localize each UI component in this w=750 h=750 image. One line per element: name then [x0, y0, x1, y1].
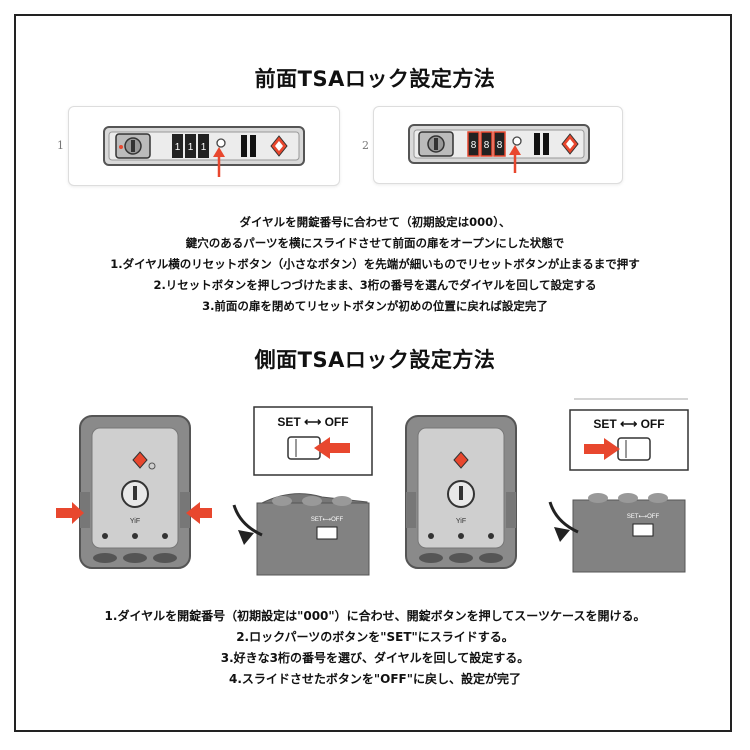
side-lock-slider-view-1: SET ⟷ OFF SET⟷OFF: [232, 406, 373, 576]
slider-knob-icon: [632, 523, 654, 537]
front-lock-illustration-2: 8 8 8: [408, 124, 590, 173]
brand-mark: YiF: [130, 518, 140, 525]
instruction-line: 2.ロックパーツのボタンを"SET"にスライドする。: [236, 630, 514, 644]
rotate-arrow-icon: [238, 530, 254, 545]
slider-caption-small: SET⟷OFF: [311, 517, 344, 523]
slider-button-icon: [617, 437, 651, 461]
slider-caption-small: SET⟷OFF: [627, 514, 660, 520]
slider-knob-icon: [316, 526, 338, 540]
dial-digit: 8: [471, 140, 477, 151]
step-number-1: 1: [57, 139, 64, 152]
side-section-title: 側面TSAロック設定方法: [254, 348, 496, 372]
page-frame: [14, 14, 732, 732]
reset-button-icon: [512, 136, 522, 146]
instruction-line: 3.前面の扉を閉めてリセットボタンが初めの位置に戻れば設定完了: [202, 299, 548, 313]
instruction-line: 鍵穴のあるパーツを横にスライドさせて前面の扉をオープンにした状態で: [185, 236, 565, 250]
side-instructions: 1.ダイヤルを開錠番号（初期設定は"000"）に合わせ、開錠ボタンを押してスーツ…: [0, 606, 750, 690]
dial-digit: 1: [188, 142, 194, 153]
dial-digit: 8: [484, 140, 490, 151]
reset-button-icon: [216, 138, 226, 148]
side-lock-slider-view-2: SET ⟷ OFF SET⟷OFF: [548, 398, 689, 573]
brand-mark: YiF: [456, 518, 466, 525]
arrow-left-icon: [314, 437, 350, 459]
instruction-line: ダイヤルを開錠番号に合わせて（初期設定は000）、: [239, 215, 511, 229]
dial-digit: 8: [497, 140, 503, 151]
side-lock-front-view-1: YiF: [56, 415, 212, 569]
tsa-logo-icon: [132, 451, 148, 469]
front-lock-panel-1: 1 1 1: [68, 106, 340, 186]
step-number-2: 2: [362, 139, 369, 152]
arrow-right-icon: [584, 438, 620, 460]
front-section-title: 前面TSAロック設定方法: [254, 67, 496, 91]
instruction-line: 3.好きな3桁の番号を選び、ダイヤルを回して設定する。: [220, 651, 530, 665]
dial-digit: 1: [201, 142, 207, 153]
front-lock-panel-2: 8 8 8: [373, 106, 623, 184]
instruction-line: 1.ダイヤル横のリセットボタン（小さなボタン）を先端が細いものでリセットボタンが…: [110, 257, 640, 271]
side-lock-front-view-2: YiF: [405, 415, 517, 569]
tsa-logo-icon: [453, 451, 469, 469]
arrow-left-icon: [186, 502, 212, 524]
dial-digit: 1: [175, 142, 181, 153]
instruction-line: 1.ダイヤルを開錠番号（初期設定は"000"）に合わせ、開錠ボタンを押してスーツ…: [104, 609, 646, 623]
instruction-line: 2.リセットボタンを押しつづけたまま、3桁の番号を選んでダイヤルを回して設定する: [153, 278, 597, 292]
slider-caption: SET ⟷ OFF: [277, 415, 348, 429]
front-instructions: ダイヤルを開錠番号に合わせて（初期設定は000）、 鍵穴のあるパーツを横にスライ…: [0, 212, 750, 317]
front-lock-illustration-1: 1 1 1: [103, 126, 305, 177]
slider-caption: SET ⟷ OFF: [593, 417, 664, 431]
instruction-line: 4.スライドさせたボタンを"OFF"に戻し、設定が完了: [228, 672, 521, 686]
rotate-arrow-icon: [554, 527, 570, 542]
arrow-right-icon: [56, 502, 84, 524]
